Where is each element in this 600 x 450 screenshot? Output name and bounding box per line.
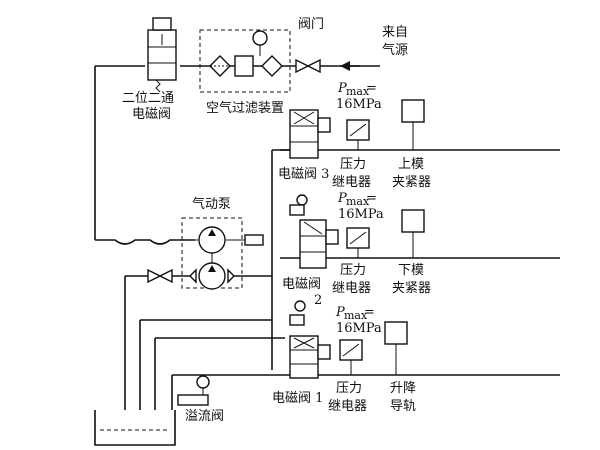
solenoid-valve-1 <box>289 335 331 379</box>
svg-text:16MPa: 16MPa <box>336 97 382 112</box>
upper-die-clamp-cylinder <box>401 99 425 150</box>
pmax-label-2: P max = 16MPa <box>337 191 384 222</box>
pressure-relay-3 <box>346 119 370 150</box>
stop-valve-icon <box>147 268 162 284</box>
solenoid-1-label: 电磁阀 1 <box>272 391 323 406</box>
solenoid-3-label: 电磁阀 3 <box>278 167 329 182</box>
solenoid-2-number: 2 <box>314 293 322 308</box>
svg-text:=: = <box>366 81 377 96</box>
pressure-relay-2-label-1: 压力 <box>340 263 366 278</box>
solenoid-coil-icon <box>317 117 331 133</box>
svg-text:16MPa: 16MPa <box>336 321 382 336</box>
svg-text:=: = <box>364 305 375 320</box>
svg-text:P: P <box>337 191 347 206</box>
svg-text:max: max <box>344 309 368 322</box>
solenoid-valve-3 <box>289 109 331 159</box>
air-filter-device <box>199 29 291 93</box>
solenoid-valve-2 <box>299 219 339 269</box>
air-source-label-1: 来自 <box>382 25 408 40</box>
pmax-label-1: P max = 16MPa <box>335 305 382 336</box>
two-position-valve-label-2: 电磁阀 <box>132 107 171 122</box>
two-position-solenoid-valve <box>147 17 177 93</box>
gauge-icon <box>252 30 268 46</box>
relief-valve-icon <box>289 314 305 326</box>
lower-die-clamp-cylinder <box>401 209 425 258</box>
svg-text:max: max <box>346 85 370 98</box>
overflow-valve-label: 溢流阀 <box>185 409 224 424</box>
pmax-label-3: P max = 16MPa <box>336 81 382 112</box>
solenoid-2-label: 电磁阀 <box>282 277 321 292</box>
lift-guide-cylinder <box>384 321 408 375</box>
pump-supply-line <box>95 239 195 245</box>
pressure-relay-1 <box>339 339 363 375</box>
pressure-relay-2 <box>346 227 370 258</box>
overflow-valve <box>177 375 210 406</box>
check-valve-icon <box>189 268 197 284</box>
pressure-relay-3-label-1: 压力 <box>340 157 366 172</box>
two-position-valve-label-1: 二位二通 <box>122 91 174 106</box>
check-valve-icon <box>227 268 235 284</box>
oil-tank <box>94 410 176 446</box>
air-source-label-2: 气源 <box>382 42 408 58</box>
air-driven-pump <box>181 217 264 290</box>
air-filter-label: 空气过滤装置 <box>206 100 284 116</box>
silencer-icon <box>244 234 264 246</box>
lift-guide-label-1: 升降 <box>390 381 416 396</box>
solenoid-coil-icon <box>317 344 331 360</box>
svg-text:P: P <box>337 81 347 96</box>
upper-die-clamp-label-1: 上模 <box>398 157 424 172</box>
pressure-relay-1-label-1: 压力 <box>336 381 362 396</box>
lubricator-icon <box>261 55 283 77</box>
upper-die-clamp-label-2: 夹紧器 <box>392 175 431 190</box>
lift-guide-label-2: 导轨 <box>390 399 416 414</box>
svg-text:=: = <box>366 191 377 206</box>
pressure-relay-3-label-2: 继电器 <box>332 175 371 190</box>
air-flow-arrow-icon <box>340 61 350 71</box>
air-pump-label: 气动泵 <box>192 196 231 212</box>
lower-die-clamp-label-1: 下模 <box>398 263 424 278</box>
pressure-relay-1-label-2: 继电器 <box>328 399 367 414</box>
pressure-relay-2-label-2: 继电器 <box>332 281 371 296</box>
valve-label: 阀门 <box>298 17 324 32</box>
solenoid-coil-icon <box>152 17 172 31</box>
pressure-gauge-icon <box>296 194 308 206</box>
spring-icon <box>155 79 161 93</box>
solenoid-coil-icon <box>325 229 339 245</box>
svg-text:P: P <box>335 305 345 320</box>
pressure-gauge-icon <box>294 300 306 312</box>
relief-valve-icon <box>289 204 305 216</box>
pressure-gauge-icon <box>196 375 210 389</box>
lower-die-clamp-label-2: 夹紧器 <box>392 281 431 296</box>
svg-text:max: max <box>346 195 370 208</box>
gate-valve <box>295 58 321 74</box>
svg-text:16MPa: 16MPa <box>338 207 384 222</box>
regulator-icon <box>234 55 254 77</box>
